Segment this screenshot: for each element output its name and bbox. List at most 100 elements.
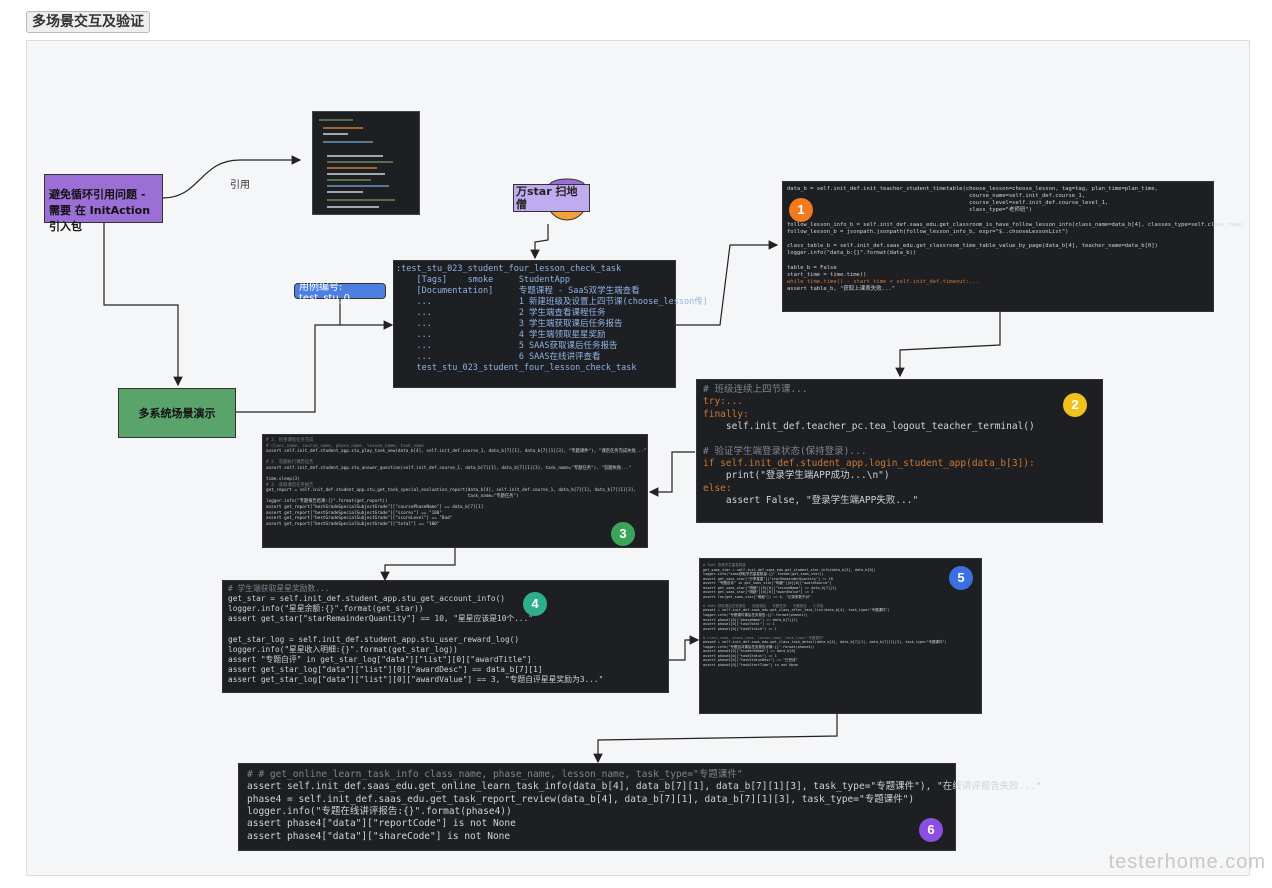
code-line: assert phase1[0]["taskFinish"] == 1 <box>703 626 777 631</box>
code-line: get_star = self.init_def.student_app.stu… <box>228 594 505 604</box>
link-avoid-to-multi <box>103 223 183 387</box>
code-line: assert get_saas_star["明细"][0][0]["lesson… <box>703 585 837 590</box>
code-line: assert self.init_def.student_app.stu_ans… <box>266 465 632 471</box>
robot-test-case-code[interactable]: :test_stu_023_student_four_lesson_check_… <box>393 260 708 388</box>
code-block-4[interactable]: # 学生端获取星星奖励数...get_star = self.init_def.… <box>222 580 669 693</box>
code-line: assert get_saas_star["明细"][0][0]["awardV… <box>703 590 814 595</box>
code-line: # SAAS 查看学生星星数量 <box>703 563 746 567</box>
code-line: ... 3 学生端获取课后任务报告 <box>396 319 623 330</box>
mascot-label: 万star 扫地僧 <box>513 184 590 212</box>
code-line: assert get_star_log["data"]["list"][0]["… <box>228 675 604 685</box>
code-line: assert get_saas_star["分享星星"]["starRemain… <box>703 576 833 581</box>
code-line: course_level=self.init_def.course_level_… <box>787 200 1109 207</box>
code-line: assert get_star["starRemainderQuantity"]… <box>228 614 533 624</box>
code-line: assert self.init_def.saas_edu.get_online… <box>247 781 1042 793</box>
code-line: assert get_report["bestGradeSpecialSubje… <box>266 504 484 510</box>
code-line: logger.info("data_b:{}".format(data_b)) <box>787 250 917 257</box>
code-line: logger.info("星星收入明细:{}".format(get_star_… <box>228 644 458 654</box>
code-line: # # get_online_learn_task_info class_nam… <box>247 769 743 780</box>
code-line: ... 6 SAAS在线讲评查看 <box>396 352 601 363</box>
code-line <box>703 432 1096 444</box>
code-line: phase4 = self.init_def.saas_edu.get_clas… <box>703 640 947 645</box>
code-line: logger.info("saas获取学员星星数量:{}".format(get… <box>703 572 824 577</box>
code-line: time.sleep(3) <box>266 477 300 483</box>
code-line: class_table_b = self.init_def.saas_edu.g… <box>787 243 1158 250</box>
code-line: finally: <box>703 408 749 420</box>
code-line: # 班级连续上四节课... <box>703 384 808 395</box>
code-line: try:... <box>703 396 744 408</box>
code-line: get_star_log = self.init_def.student_app… <box>228 634 520 644</box>
step-badge-2: 2 <box>1063 393 1087 417</box>
code-line: assert get_report["bestGradeSpecialSubje… <box>266 510 442 516</box>
code-line: follow_lesson_info_b = self.init_def.saa… <box>787 221 1244 228</box>
code-line <box>787 214 1209 221</box>
code-block-1[interactable]: data_b = self.init_def.init_teacher_stud… <box>782 181 1244 312</box>
code-line: logger.info("专题在线讲评报告:{}".format(phase4)… <box>247 806 512 818</box>
code-line: follow_lesson_b = jsonpath.jsonpath(foll… <box>787 228 1069 235</box>
code-line: assert phase4[0]["studentName"] == data_… <box>703 649 796 654</box>
code-line: assert phase4["data"]["reportCode"] is n… <box>247 818 516 830</box>
code-thumbnail[interactable] <box>312 111 420 215</box>
link-mascot-to-main <box>530 224 549 260</box>
code-line: # 3. 获取课后任务报告 <box>266 482 314 488</box>
code-line: get_report = self.init_def.student_app.s… <box>266 488 636 494</box>
code-line: print("登录学生端APP成功...\n") <box>703 470 890 482</box>
code-line: assert phase4[0]["taskStatusDesc"] == "已… <box>703 658 798 663</box>
code-line: [Tags] smoke StudentApp <box>396 275 570 286</box>
code-line: get_saas_star = self.init_def.saas_edu.g… <box>703 567 876 572</box>
code-line: assert get_star_log["data"]["list"][0]["… <box>228 665 543 674</box>
multi-system-demo-node[interactable]: 多系统场景演示 <box>118 388 236 438</box>
code-line <box>228 625 663 635</box>
code-line: assert self.init_def.student_app.stu_pla… <box>266 449 647 455</box>
code-line: assert False, "登录学生端APP失败..." <box>703 495 919 507</box>
link-code4-to-code5 <box>668 635 700 661</box>
thumbnail-lines <box>319 119 395 208</box>
code-line: class_type="老师班") <box>787 207 1032 214</box>
code-block-2[interactable]: # 班级连续上四节课...try:...finally: self.init_d… <box>696 379 1103 523</box>
code-line: logger.info("专题自评课后任务报告详情:{}".format(pha… <box>703 644 815 649</box>
case-id-node[interactable]: 用例编号: test_stu_0 <box>294 282 386 304</box>
code-line: phase4 = self.init_def.saas_edu.get_task… <box>247 793 915 805</box>
link-avoid-to-thumb <box>162 155 302 199</box>
code-line: else: <box>703 482 732 494</box>
code-line: # class_name, course_name, phase_name, l… <box>266 443 424 449</box>
code-line: assert table_b, "获取上课表失败..." <box>787 285 896 292</box>
link-multi-to-main <box>236 320 394 413</box>
code-line <box>787 235 1209 242</box>
code-block-6[interactable]: # # get_online_learn_task_info class_nam… <box>238 763 1042 851</box>
code-line: # 验证学生端登录状态(保持登录)... <box>703 445 867 457</box>
link-code1-to-code2 <box>895 312 1001 378</box>
watermark-text: testerhome.com <box>1108 851 1266 873</box>
code-line: assert get_report["bestGradeSpecialSubje… <box>266 521 440 527</box>
code-line: assert "专题自评" in get_star_log["data"]["l… <box>228 654 532 664</box>
link-main-to-code1 <box>676 240 779 326</box>
step-badge-5: 5 <box>949 566 973 590</box>
code-line: table_b = False <box>787 264 837 271</box>
code-line: assert phase1[0]["phaseName"] == data_b[… <box>703 617 798 622</box>
code-line: ... 1 新建班级及设置上四节课(choose_lesson传) <box>396 297 708 308</box>
link-code5-to-code6 <box>593 714 838 764</box>
page-title: 多场景交互及验证 <box>26 11 150 33</box>
code-line: course_name=self.init_def.course_1, <box>787 193 1086 200</box>
code-line: # 学生端获取星星奖励数... <box>228 584 330 593</box>
code-line: logger.info("专题报告结果:{}".format(get_repor… <box>266 499 388 505</box>
step-badge-3: 3 <box>611 522 635 546</box>
code-line: assert get_report["bestGradeSpecialSubje… <box>266 516 453 522</box>
step-badge-4: 4 <box>523 592 547 616</box>
code-line: while time.time() - start_time < self.in… <box>787 278 980 285</box>
code-line: assert phase4[0]["taskStatus"] == 1 <box>703 653 777 658</box>
code-line: ... 2 学生端查看课程任务 <box>396 308 606 319</box>
code-line: # 2. 答题执行课后任务 <box>266 460 314 466</box>
code-line: assert phase4["data"]["shareCode"] is no… <box>247 830 511 842</box>
code-block-3[interactable]: # 3. 检查课程任务完成# class_name, course_name, … <box>262 434 648 548</box>
step-badge-1: 1 <box>789 198 813 222</box>
code-line: data_b = self.init_def.init_teacher_stud… <box>787 186 1158 192</box>
avoid-circular-import-node[interactable]: 避免循环引用问题 - 需要 在 InitAction 引入包 <box>44 174 163 233</box>
code-line: # class_name, phase_name, lesson_name, t… <box>703 635 825 640</box>
code-line <box>787 256 1209 263</box>
code-line: logger.info("星星余额:{}".format(get_star)) <box>228 604 424 614</box>
code-line: :test_stu_023_student_four_lesson_check_… <box>396 264 622 274</box>
link-code2-to-code3 <box>648 451 695 497</box>
